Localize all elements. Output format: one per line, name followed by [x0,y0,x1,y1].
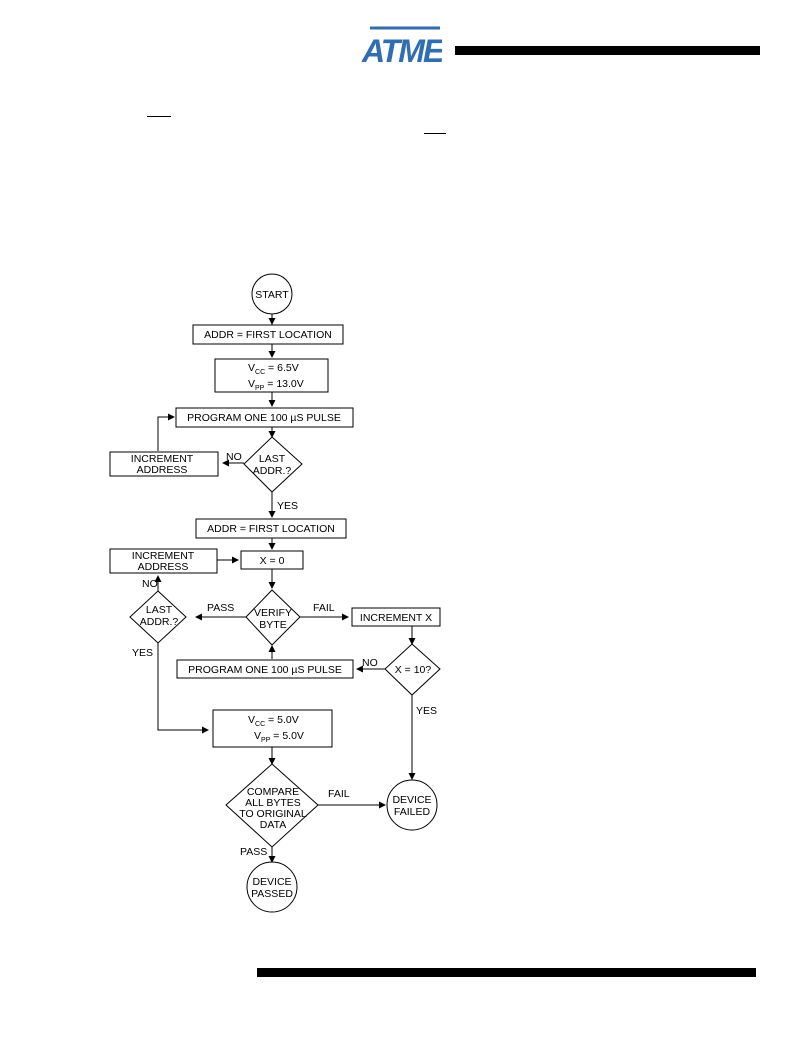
x-equals-zero-label: X = 0 [260,555,285,567]
program-pulse-box-2: PROGRAM ONE 100 µS PULSE [176,659,354,679]
voltage-low-box: VCC = 5.0V VPP = 5.0V [212,709,333,748]
increment-x-label: INCREMENT X [360,612,432,624]
last-addr-1-line1: LAST [259,453,286,465]
start-node: START [251,273,293,315]
increment-address-1-line1: INCREMENT [131,453,194,465]
increment-address-box-1: INCREMENT ADDRESS [109,451,219,477]
compare-line1: COMPARE [247,786,299,798]
x-equals-ten-label: X = 10? [395,664,432,676]
vcc-low-label: VCC = 5.0V [248,714,299,728]
program-pulse-label-1: PROGRAM ONE 100 µS PULSE [187,412,341,424]
yes-label-3: YES [416,705,437,717]
device-failed-line1: DEVICE [392,794,431,806]
increment-address-1-line2: ADDRESS [137,464,188,476]
addr-first-location-label-1: ADDR = FIRST LOCATION [204,329,332,341]
last-addr-2-line1: LAST [146,604,173,616]
verify-byte-line2: BYTE [259,619,286,631]
device-passed-line2: PASSED [251,888,293,900]
no-label-3: NO [362,657,378,669]
verify-byte-decision: VERIFY BYTE [245,589,301,646]
pass-label-1: PASS [207,602,234,614]
footer-rule [257,968,756,977]
increment-x-box: INCREMENT X [351,607,441,627]
no-label-2: NO [142,578,158,590]
yes-label-1: YES [277,500,298,512]
header-rule [455,46,760,55]
vcc-high-label: VCC = 6.5V [248,362,299,376]
flow-connectors [154,314,416,863]
device-failed-line2: FAILED [394,806,431,818]
last-addr-2-line2: ADDR.? [140,616,179,628]
addr-first-location-box-1: ADDR = FIRST LOCATION [192,324,344,345]
x-equals-zero-box: X = 0 [240,550,304,570]
yes-label-2: YES [132,647,153,659]
addr-first-location-box-2: ADDR = FIRST LOCATION [195,518,347,539]
vpp-low-label: VPP = 5.0V [254,730,304,744]
last-addr-1-line2: ADDR.? [253,465,292,477]
addr-first-location-label-2: ADDR = FIRST LOCATION [207,523,335,535]
pass-label-2: PASS [240,846,267,858]
last-addr-decision-2: LAST ADDR.? [129,590,187,644]
program-pulse-label-2: PROGRAM ONE 100 µS PULSE [188,664,342,676]
increment-address-box-2: INCREMENT ADDRESS [109,548,218,574]
start-label: START [255,289,289,301]
increment-address-2-line1: INCREMENT [132,550,195,562]
overbar-mark-1 [147,116,171,117]
device-passed-line1: DEVICE [252,876,291,888]
vpp-high-label: VPP = 13.0V [248,378,304,392]
compare-line3: TO ORIGINAL [239,808,307,820]
voltage-high-box: VCC = 6.5V VPP = 13.0V [214,358,329,393]
device-failed-node: DEVICE FAILED [386,779,438,831]
compare-line4: DATA [260,819,286,831]
compare-line2: ALL BYTES [245,797,301,809]
last-addr-decision-1: LAST ADDR.? [243,436,303,493]
x-equals-ten-decision: X = 10? [384,643,441,696]
no-label-1: NO [226,451,242,463]
fail-label-1: FAIL [313,602,335,614]
verify-byte-line1: VERIFY [254,607,292,619]
device-passed-node: DEVICE PASSED [246,861,298,913]
increment-address-2-line2: ADDRESS [138,561,189,573]
overbar-mark-2 [424,133,446,134]
program-pulse-box-1: PROGRAM ONE 100 µS PULSE [175,407,354,428]
fail-label-2: FAIL [328,788,350,800]
compare-bytes-decision: COMPARE ALL BYTES TO ORIGINAL DATA [225,763,319,848]
